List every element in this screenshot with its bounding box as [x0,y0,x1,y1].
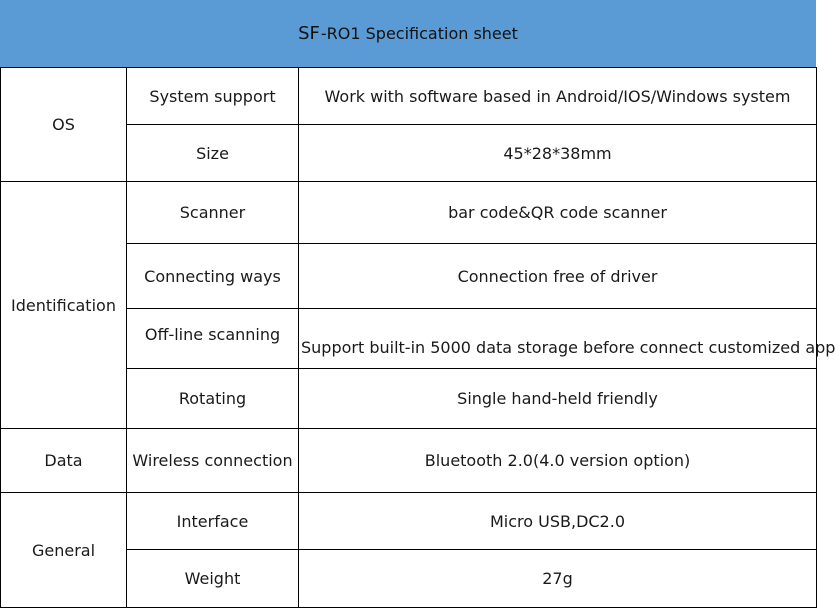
table-row: Off-line scanning Support built-in 5000 … [1,308,835,369]
header-title: -RO1 Specification sheet [320,24,518,43]
table-row: General Interface Micro USB,DC2.0 [0,492,817,608]
spec-table: OS System support Work with software bas… [0,67,835,608]
spec-value: 27g [298,549,817,608]
spec-label: Weight [126,549,299,608]
spec-label: Scanner [126,181,299,244]
spec-sheet-header: SF-RO1 Specification sheet [0,0,816,67]
category-identification: Identification [0,181,127,429]
spec-label: Interface [126,492,299,550]
spec-label: System support [126,67,299,125]
table-row: Size 45*28*38mm [1,124,817,182]
spec-label: Wireless connection [126,428,299,493]
header-title-prefix: SF [298,23,320,44]
spec-label: Connecting ways [126,243,299,309]
table-row: Data Wireless connection Bluetooth 2.0(4… [0,428,817,493]
spec-value: bar code&QR code scanner [298,181,817,244]
spec-value: Connection free of driver [298,243,817,309]
spec-label: Rotating [126,368,299,429]
table-row: Identification Scanner bar code&QR code … [0,181,817,429]
table-row: Rotating Single hand-held friendly [1,368,817,429]
table-row: OS System support Work with software bas… [0,67,817,182]
spec-value: 45*28*38mm [298,124,817,182]
spec-value: Work with software based in Android/IOS/… [298,67,817,125]
spec-label: Off-line scanning [126,308,299,369]
spec-value: Support built-in 5000 data storage befor… [298,308,835,369]
spec-value: Micro USB,DC2.0 [298,492,817,550]
spec-value: Single hand-held friendly [298,368,817,429]
table-row: Weight 27g [1,549,817,608]
category-data: Data [0,428,127,493]
category-os: OS [0,67,127,182]
spec-label: Size [126,124,299,182]
spec-value: Bluetooth 2.0(4.0 version option) [298,428,817,493]
table-row: Connecting ways Connection free of drive… [1,243,817,309]
category-general: General [0,492,127,608]
